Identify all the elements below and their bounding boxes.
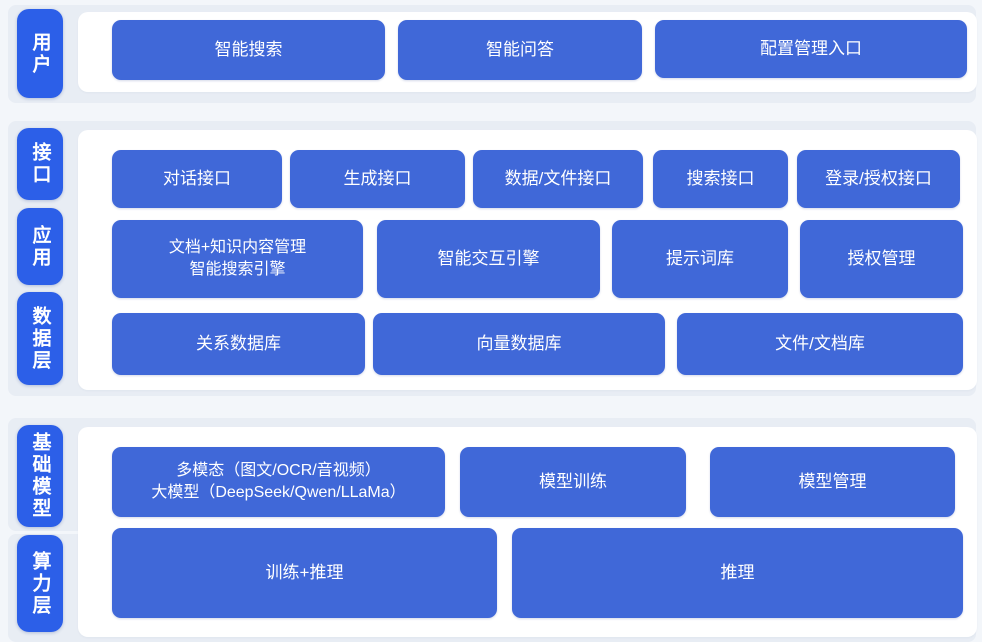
layer-label-application: 应用 [17,208,63,285]
block-doc-knowledge-search-engine: 文档+知识内容管理 智能搜索引擎 [112,220,363,298]
block-model-management: 模型管理 [710,447,955,517]
block-relational-db: 关系数据库 [112,313,365,375]
block-doc-knowledge-line1: 文档+知识内容管理 [168,239,307,257]
block-prompt-library: 提示词库 [612,220,788,298]
block-doc-knowledge-line2: 智能搜索引擎 [189,261,286,278]
block-vector-db: 向量数据库 [373,313,665,375]
block-model-training: 模型训练 [460,447,686,517]
layer-label-base-model: 基础模型 [17,425,63,527]
block-train-infer: 训练+推理 [112,528,497,618]
block-dialog-api: 对话接口 [112,150,282,208]
block-interaction-engine: 智能交互引擎 [377,220,600,298]
block-multimodal-line1: 多模态（图文/OCR/音视频） [176,462,381,480]
block-auth-management: 授权管理 [800,220,963,298]
block-data-file-api: 数据/文件接口 [473,150,643,208]
layer-label-user: 用户 [17,9,63,98]
block-generate-api: 生成接口 [290,150,465,208]
block-smart-search: 智能搜索 [112,20,385,80]
block-infer: 推理 [512,528,963,618]
block-login-auth-api: 登录/授权接口 [797,150,960,208]
layer-label-compute: 算力层 [17,535,63,632]
block-multimodal-llm: 多模态（图文/OCR/音视频） 大模型（DeepSeek/Qwen/LLaMa） [112,447,445,517]
block-file-doc-store: 文件/文档库 [677,313,963,375]
layer-label-data: 数据层 [17,292,63,385]
block-config-entry: 配置管理入口 [655,20,967,78]
block-smart-qa: 智能问答 [398,20,642,80]
block-search-api: 搜索接口 [653,150,788,208]
layer-label-interface: 接口 [17,128,63,200]
block-multimodal-line2: 大模型（DeepSeek/Qwen/LLaMa） [151,484,406,501]
